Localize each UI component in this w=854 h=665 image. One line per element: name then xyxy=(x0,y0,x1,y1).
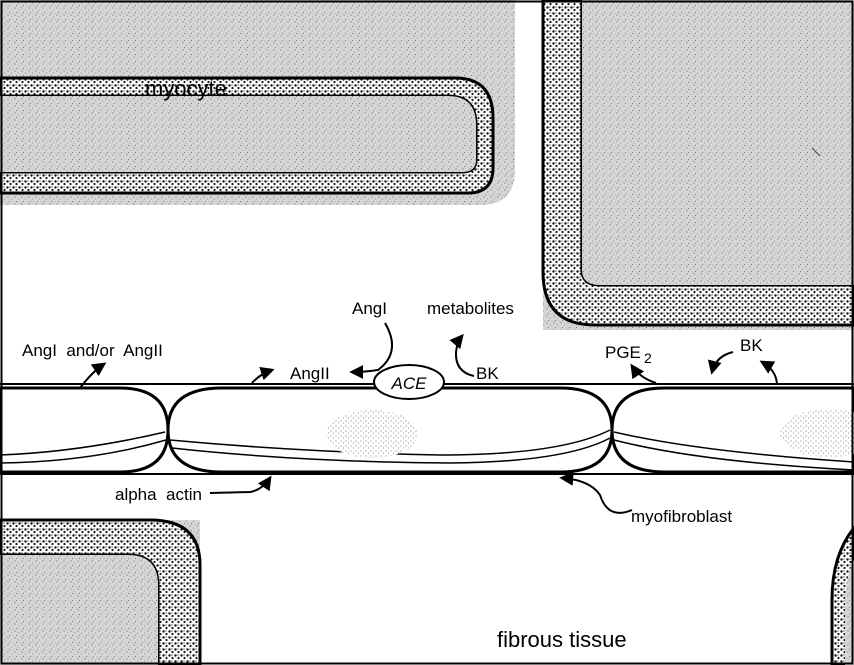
nucleus-center xyxy=(326,410,418,458)
pge-subscript: 2 xyxy=(644,350,652,366)
bk-ace-label: BK xyxy=(476,364,499,383)
myocyte-label: myocyte xyxy=(145,76,227,101)
ace-label: ACE xyxy=(391,374,428,393)
metabolites-label: metabolites xyxy=(427,299,514,318)
myocyte-bottom-left xyxy=(0,520,200,665)
ace-enzyme: ACE xyxy=(374,365,444,399)
angi-and-or-angii-label: AngI and/or AngII xyxy=(22,341,163,360)
angii-label: AngII xyxy=(290,364,330,383)
angi-label: AngI xyxy=(352,299,387,318)
myocyte-top-right xyxy=(543,0,854,330)
alpha-actin-label: alpha actin xyxy=(115,485,202,504)
myofibroblast-cell-left xyxy=(0,388,168,472)
fibrous-tissue-label: fibrous tissue xyxy=(497,627,627,652)
bk-right-label: BK xyxy=(740,336,763,355)
pge-label: PGE xyxy=(605,343,641,362)
myocyte-top-left xyxy=(0,0,515,205)
myofibroblast-label: myofibroblast xyxy=(631,507,732,526)
